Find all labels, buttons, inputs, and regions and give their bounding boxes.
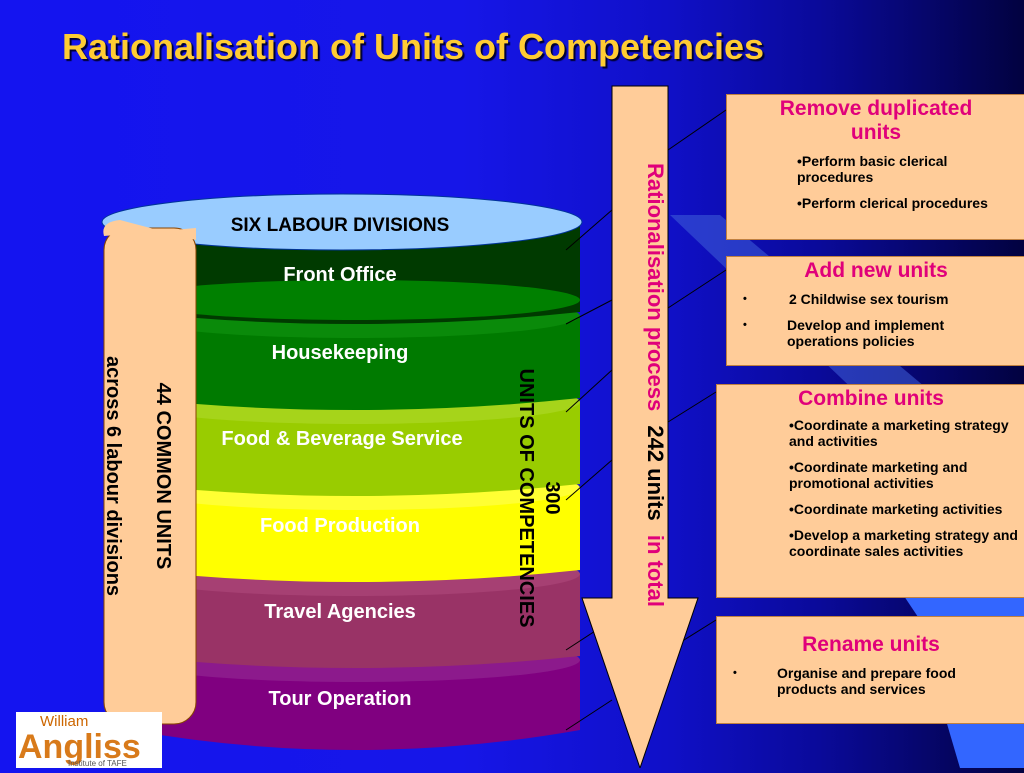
division-band-food-beverage (130, 402, 580, 496)
william-angliss-logo: William Angliss Institute of TAFE (16, 712, 162, 768)
division-band-front-office-top (130, 280, 580, 320)
common-units-count: 44 COMMON UNITS (152, 383, 174, 570)
panel-title: Rename units (802, 633, 940, 656)
division-label: Front Office (283, 264, 396, 286)
division-label: Food & Beverage Service (221, 428, 462, 450)
total-units-count: 300 (541, 481, 563, 514)
remove-units-panel: Remove duplicated units Perform basic cl… (726, 94, 1024, 240)
combine-units-panel: Combine units Coordinate a marketing str… (716, 384, 1024, 598)
division-band-tour-operation (130, 660, 580, 750)
division-band-travel-agencies (130, 574, 580, 668)
bullet-list: Perform basic clerical procedures Perfor… (797, 153, 1024, 211)
logo-line3: Institute of TAFE (68, 759, 127, 768)
process-arrow[interactable] (581, 85, 699, 768)
slide-title: Rationalisation of Units of Competencies (62, 26, 765, 67)
division-label: Housekeeping (272, 342, 409, 364)
list-item: 2 Childwise sex tourism (743, 291, 997, 307)
list-item: Develop a marketing strategy and coordin… (789, 527, 1024, 559)
process-arrow-label-part2: 242 units (643, 425, 668, 520)
process-arrow-label: Rationalisation process 242 units in tot… (643, 163, 668, 607)
division-label: Food Production (260, 515, 420, 537)
panel-title: Combine units (798, 387, 944, 410)
process-arrow-label-part1: Rationalisation process (643, 163, 668, 411)
bullet-list: Organise and prepare food products and s… (733, 665, 1007, 697)
bullet-list: Coordinate a marketing strategy and acti… (789, 417, 1024, 559)
add-units-panel: Add new units 2 Childwise sex tourism De… (726, 256, 1024, 366)
division-band-housekeeping (130, 316, 580, 410)
total-units-label: UNITS OF COMPETENCIES (515, 369, 537, 628)
cylinder-top-label: SIX LABOUR DIVISIONS (231, 215, 450, 236)
division-label: Travel Agencies (264, 601, 416, 623)
panel-title-line: units (850, 121, 902, 144)
list-item: Perform clerical procedures (797, 195, 1024, 211)
list-item: Coordinate marketing activities (789, 501, 1024, 517)
labour-divisions-cylinder (101, 193, 583, 750)
rename-units-panel: Rename units Organise and prepare food p… (716, 616, 1024, 724)
division-label: Tour Operation (269, 688, 412, 710)
list-item: Coordinate marketing and promotional act… (789, 459, 1024, 491)
bullet-list: 2 Childwise sex tourism Develop and impl… (743, 291, 997, 349)
list-item: Coordinate a marketing strategy and acti… (789, 417, 1024, 449)
division-labels: Front Office Housekeeping Food & Beverag… (221, 264, 462, 710)
common-units-scroll (103, 220, 197, 725)
cylinder-top (101, 193, 583, 251)
list-item: Organise and prepare food products and s… (733, 665, 1007, 697)
common-units-subtitle: across 6 labour divisions (102, 356, 124, 596)
logo-line1: William (40, 713, 88, 730)
division-band-food-production (130, 488, 580, 582)
process-arrow-label-part3: in total (643, 535, 668, 607)
panel-title: Add new units (804, 259, 948, 282)
logo-line2: Angliss (18, 728, 141, 766)
panel-title: Remove duplicated units (727, 97, 1024, 145)
panel-title-line: Remove duplicated (779, 97, 973, 120)
list-item: Perform basic clerical procedures (797, 153, 1024, 185)
list-item: Develop and implement operations policie… (743, 317, 997, 349)
